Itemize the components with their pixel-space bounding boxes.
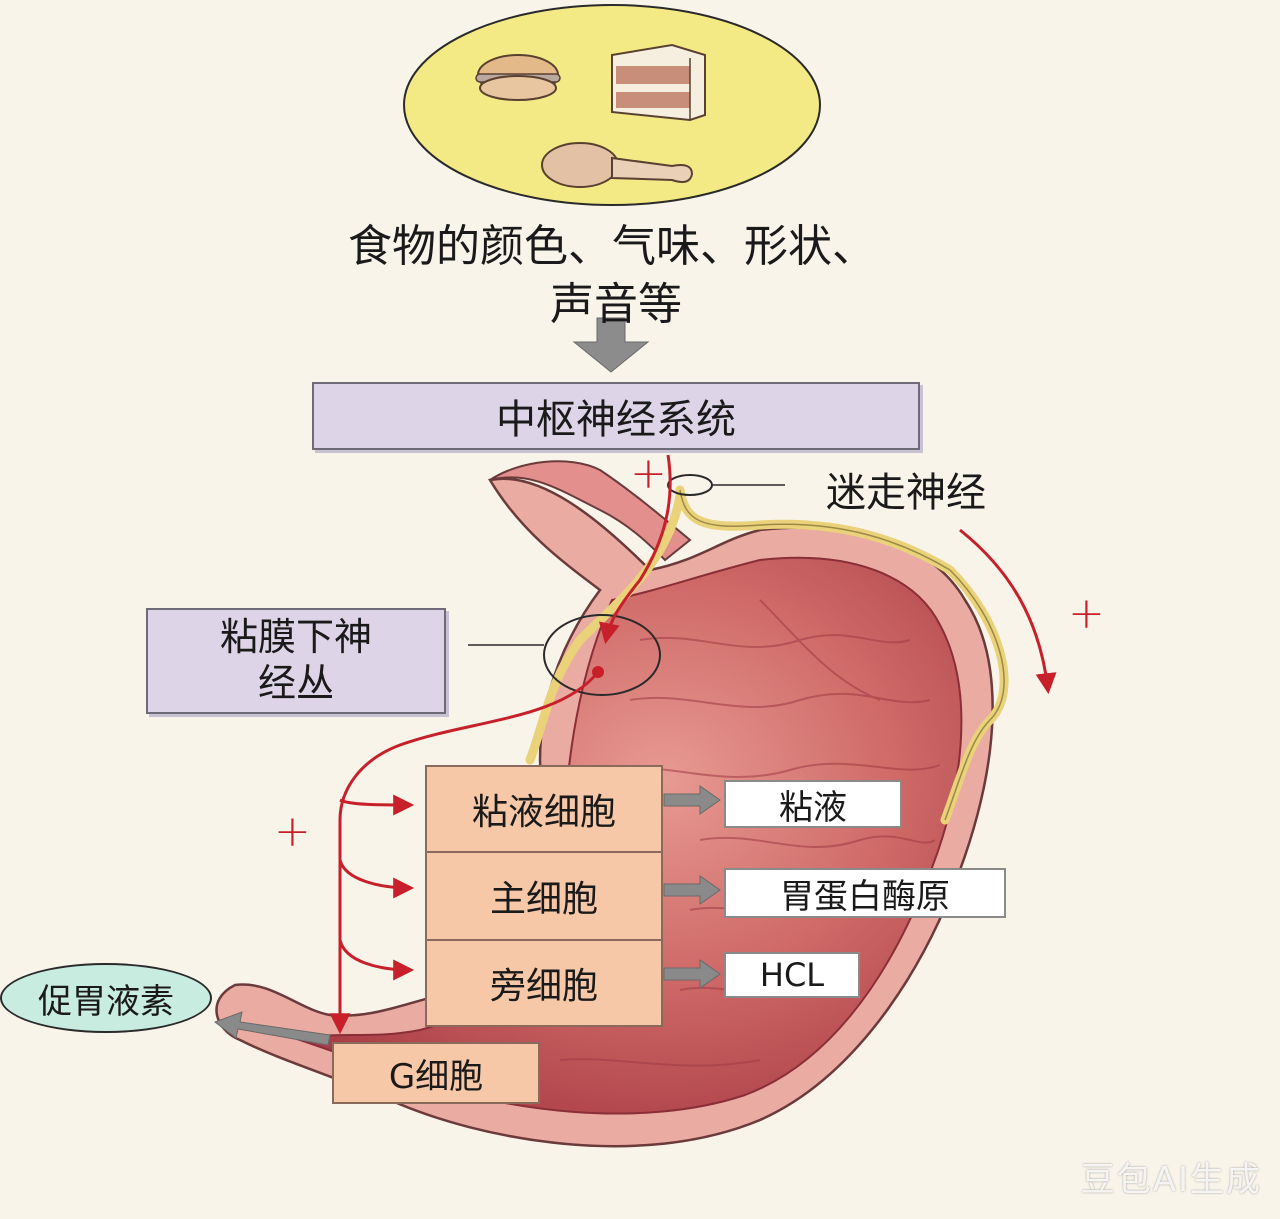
plus-sign-top: + — [630, 448, 667, 499]
plexus-label-1: 粘膜下神 — [219, 615, 372, 660]
stimulus-line-1: 食物的颜色、气味、形状、 — [348, 221, 876, 272]
esophagus — [489, 460, 692, 562]
mucous-cell-box: 粘液细胞 — [425, 765, 663, 853]
mucus-box: 粘液 — [724, 780, 902, 828]
vagus-ring — [667, 474, 713, 496]
g-cell-label: G细胞 — [388, 1056, 484, 1097]
watermark: 豆包AI生成 — [1080, 1160, 1262, 1200]
gastrin-label: 促胃液素 — [38, 981, 174, 1022]
plus-sign-right: + — [1068, 588, 1105, 639]
cake-icon — [611, 43, 706, 122]
burger-icon — [475, 54, 561, 101]
pepsinogen-box: 胃蛋白酶原 — [724, 868, 1006, 918]
pepsinogen-label: 胃蛋白酶原 — [780, 876, 950, 917]
plexus-ring — [543, 614, 661, 696]
mucus-label: 粘液 — [779, 787, 847, 828]
cns-box: 中枢神经系统 — [312, 382, 920, 450]
plus-sign-left: + — [274, 806, 311, 857]
rugae-folds — [559, 599, 941, 1067]
chief-cell-box: 主细胞 — [425, 851, 663, 941]
g-cell-box: G细胞 — [332, 1042, 540, 1104]
mucous-cell-label: 粘液细胞 — [471, 792, 616, 833]
down-arrow-icon — [572, 317, 650, 373]
hcl-label: HCL — [759, 956, 825, 994]
plexus-label-2: 经丛 — [257, 661, 334, 705]
cns-label: 中枢神经系统 — [496, 397, 736, 443]
red-pathway — [329, 454, 1057, 1035]
secretion-arrows — [213, 785, 721, 1046]
plexus-box: 粘膜下神 经丛 — [146, 608, 446, 714]
parietal-cell-label: 旁细胞 — [489, 966, 598, 1007]
drumstick-icon — [541, 142, 694, 188]
chief-cell-label: 主细胞 — [489, 879, 598, 920]
parietal-cell-box: 旁细胞 — [425, 939, 663, 1027]
hcl-box: HCL — [724, 952, 860, 998]
vagus-label: 迷走神经 — [826, 470, 986, 516]
gastrin-oval: 促胃液素 — [0, 963, 212, 1033]
stimulus-line-2: 声音等 — [550, 279, 682, 330]
